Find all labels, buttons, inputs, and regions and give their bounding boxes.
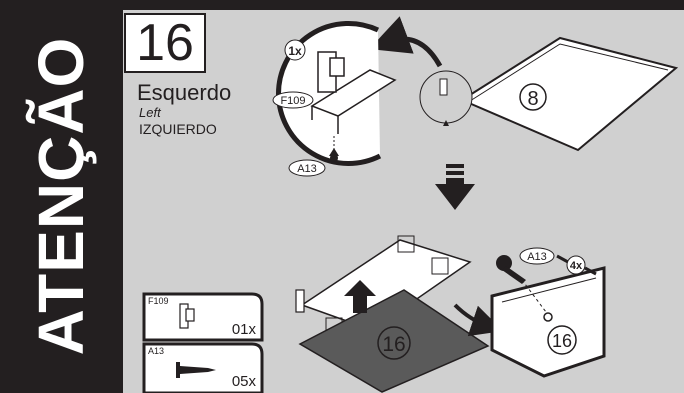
up-arrow-icon: [344, 280, 376, 313]
warning-sidebar: ATENÇÃO: [0, 0, 123, 393]
svg-text:A13: A13: [527, 251, 547, 263]
detail-origin: [419, 70, 473, 126]
panel-16-marker: 16: [377, 326, 411, 360]
screw-icon: [176, 362, 180, 378]
cross-section: 16: [490, 266, 606, 378]
part-qty: 05x: [232, 373, 257, 390]
step-number: 16: [124, 13, 206, 73]
insert-arrow: [453, 303, 504, 337]
part-code: A13: [148, 346, 164, 356]
panel-16-right-label: 16: [552, 331, 572, 351]
callout-f109: F109: [272, 91, 314, 109]
svg-text:16: 16: [382, 333, 405, 356]
top-bar: [0, 0, 684, 10]
down-arrow-icon: [435, 164, 475, 210]
panel-8-label: 8: [527, 88, 538, 110]
zoom-arrow: [369, 16, 443, 68]
part-box-f109: F109 01x: [142, 292, 264, 342]
panel-8-marker: [519, 83, 547, 111]
svg-text:4x: 4x: [570, 260, 583, 272]
callout-a13: A13: [288, 159, 326, 177]
panel-8: 8: [459, 36, 679, 152]
screw-detail-icon: [496, 255, 526, 284]
side-label-portuguese: Esquerdo: [137, 80, 232, 105]
svg-text:1x: 1x: [288, 44, 302, 58]
svg-text:F109: F109: [280, 95, 305, 107]
callout-screw-a13: A13: [519, 247, 555, 265]
part-qty: 01x: [232, 321, 257, 338]
callout-qty-screws: 4x: [566, 255, 586, 275]
screw-icon: [329, 148, 339, 156]
zoom-detail: [276, 21, 397, 166]
part-code: F109: [148, 296, 169, 306]
svg-text:A13: A13: [297, 163, 317, 175]
side-label-english: Left: [139, 105, 161, 120]
side-label-spanish: IZQUIERDO: [139, 121, 217, 137]
part-box-a13: A13 05x: [142, 342, 264, 393]
callout-qty-top: 1x: [284, 39, 306, 61]
